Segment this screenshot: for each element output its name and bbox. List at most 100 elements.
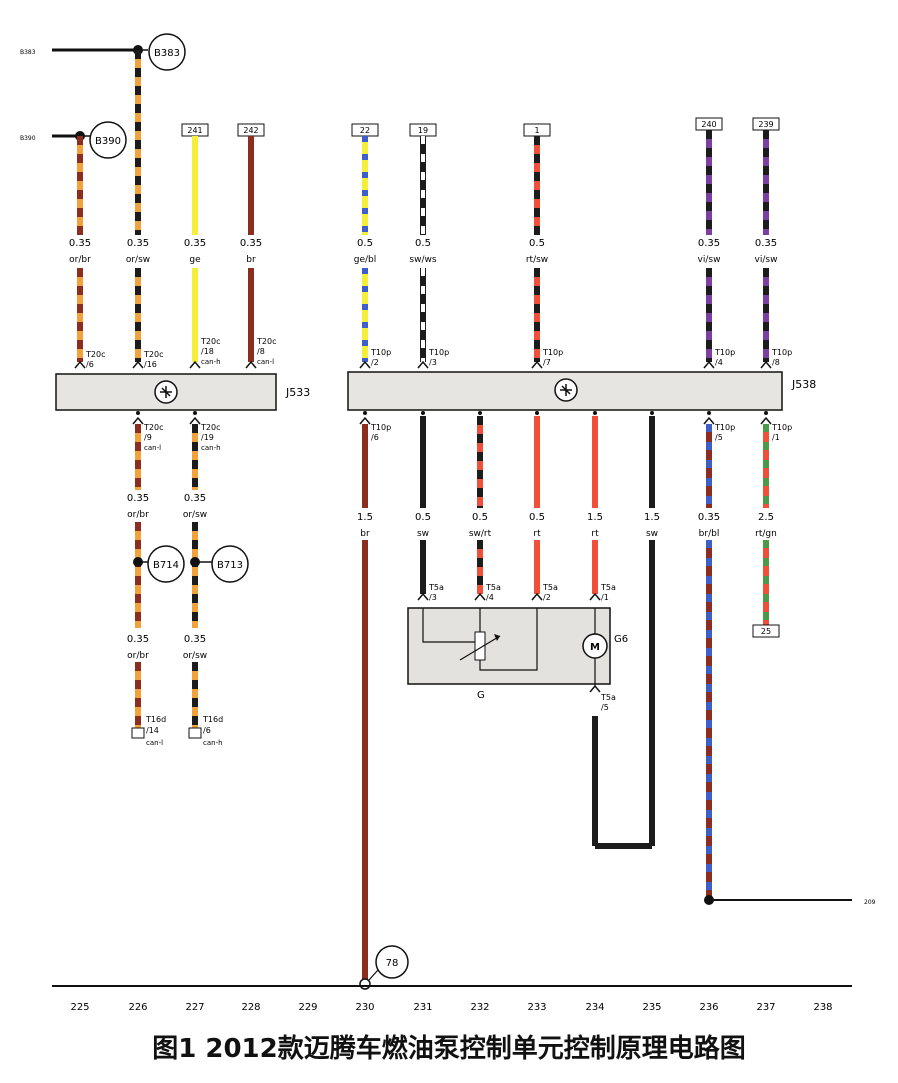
b383-left-label: B383 — [20, 49, 36, 56]
pin-t16d-14-c: can-l — [146, 739, 163, 747]
j533-symbol — [160, 386, 172, 398]
pin-t20c-16-a: T20c — [143, 350, 163, 359]
t16d-6-socket — [188, 727, 202, 739]
pin-t16d-14-a: T16d — [145, 715, 166, 724]
pin-t20c-19-b: /19 — [201, 433, 214, 442]
terminal-19-label: 19 — [418, 126, 428, 135]
grid-236: 236 — [699, 1002, 718, 1013]
wire-l234-size: 1.5 — [587, 512, 603, 523]
wire-l236-size: 0.35 — [698, 512, 720, 523]
pin-t16d-6-a: T16d — [202, 715, 223, 724]
wire-m226-color: or/br — [127, 651, 149, 661]
terminal-25 — [752, 624, 780, 638]
terminal-240-label: 240 — [701, 120, 716, 129]
pin-t20c-8-b: /8 — [257, 347, 265, 356]
b713-ref-label: B713 — [217, 560, 243, 571]
terminal-241-label: 241 — [187, 126, 202, 135]
pin-t10p-1-a: T10p — [771, 423, 792, 432]
b390-ref-label: B390 — [95, 136, 121, 147]
grid-238: 238 — [813, 1002, 832, 1013]
wire-l231-color: sw — [417, 529, 429, 539]
wire-231-color: sw/ws — [409, 255, 436, 265]
pin-t5a-3-a: T5a — [428, 583, 444, 592]
pin-t20c-6-b: /6 — [86, 360, 94, 369]
j538-label: J538 — [791, 378, 816, 391]
b390-ref-circle — [89, 121, 127, 159]
motor-label: M — [590, 642, 600, 653]
wire-l234-color: rt — [591, 529, 599, 539]
terminal-25-label: 25 — [761, 627, 771, 636]
b713-ref-circle — [211, 545, 249, 583]
wire-l226-size: 0.35 — [127, 493, 149, 504]
feed-209-label: 209 — [864, 899, 876, 906]
pin-t16d-6-c: can-h — [203, 739, 223, 747]
b714-ref-label: B714 — [153, 560, 179, 571]
pin-t10p-8-a: T10p — [771, 348, 792, 357]
wire-225-color: or/br — [69, 255, 91, 265]
grid-233: 233 — [527, 1002, 546, 1013]
pin-t10p-7-a: T10p — [542, 348, 563, 357]
pin-t10p-8-b: /8 — [772, 358, 780, 367]
wire-228-color: br — [246, 255, 256, 265]
g-label: G — [477, 690, 485, 701]
pin-t10p-6-b: /6 — [371, 433, 379, 442]
pin-t10p-4-a: T10p — [714, 348, 735, 357]
wire-m227-size: 0.35 — [184, 634, 206, 645]
wire-l232-color: sw/rt — [469, 529, 492, 539]
wire-l231-size: 0.5 — [415, 512, 431, 523]
figure-caption: 图1 2012款迈腾车燃油泵控制单元控制原理电路图 — [152, 1034, 746, 1064]
pin-t20c-18-a: T20c — [200, 337, 220, 346]
b390-left-label: B390 — [20, 135, 36, 142]
ground-78-circle — [375, 945, 409, 979]
pin-t20c-8-a: T20c — [256, 337, 276, 346]
pin-t20c-18-b: /18 — [201, 347, 214, 356]
pin-t10p-2-b: /2 — [371, 358, 379, 367]
wire-l233-size: 0.5 — [529, 512, 545, 523]
wire-230-size: 0.5 — [357, 238, 373, 249]
potentiometer-wiper — [459, 635, 501, 661]
t5a-pins — [417, 592, 601, 693]
pin-t10p-4-b: /4 — [715, 358, 723, 367]
pin-t20c-19-a: T20c — [200, 423, 220, 432]
pin-t10p-3-b: /3 — [429, 358, 437, 367]
terminal-1-label: 1 — [534, 126, 539, 135]
wire-233-color: rt/sw — [526, 255, 548, 265]
wire-227-size: 0.35 — [184, 238, 206, 249]
wire-226-size: 0.35 — [127, 238, 149, 249]
pin-t20c-16-b: /16 — [144, 360, 157, 369]
wire-l227-color: or/sw — [183, 510, 207, 520]
wire-l230-color: br — [360, 529, 370, 539]
wire-l232-size: 0.5 — [472, 512, 488, 523]
pin-t5a-1-a: T5a — [600, 583, 616, 592]
pin-t20c-8-c: can-l — [257, 358, 274, 366]
pin-t10p-3-a: T10p — [428, 348, 449, 357]
pin-t5a-2-b: /2 — [543, 593, 551, 602]
wire-226-color: or/sw — [126, 255, 150, 265]
wire-231-size: 0.5 — [415, 238, 431, 249]
wire-l227-size: 0.35 — [184, 493, 206, 504]
b383-ref-circle — [148, 33, 186, 71]
wire-m226-size: 0.35 — [127, 634, 149, 645]
grid-230: 230 — [355, 1002, 374, 1013]
pin-t5a-2-a: T5a — [542, 583, 558, 592]
j533-bottom-pins — [132, 411, 201, 425]
pin-t5a-1-b: /1 — [601, 593, 609, 602]
pin-t10p-5-a: T10p — [714, 423, 735, 432]
terminal-22-label: 22 — [360, 126, 370, 135]
grid-231: 231 — [413, 1002, 432, 1013]
terminal-239-label: 239 — [758, 120, 773, 129]
pin-t5a-5-b: /5 — [601, 703, 609, 712]
g6-label: G6 — [614, 634, 628, 645]
wire-l235-color: sw — [646, 529, 658, 539]
j538-bottom-pins — [359, 411, 772, 425]
j533-top-pins — [74, 360, 257, 369]
pin-t5a-3-b: /3 — [429, 593, 437, 602]
grid-227: 227 — [185, 1002, 204, 1013]
pin-t5a-4-b: /4 — [486, 593, 494, 602]
grid-228: 228 — [241, 1002, 260, 1013]
wire-227-color: ge — [189, 255, 201, 265]
wire-l230-size: 1.5 — [357, 512, 373, 523]
t16d-14-socket — [131, 727, 145, 739]
grid-225: 225 — [70, 1002, 89, 1013]
